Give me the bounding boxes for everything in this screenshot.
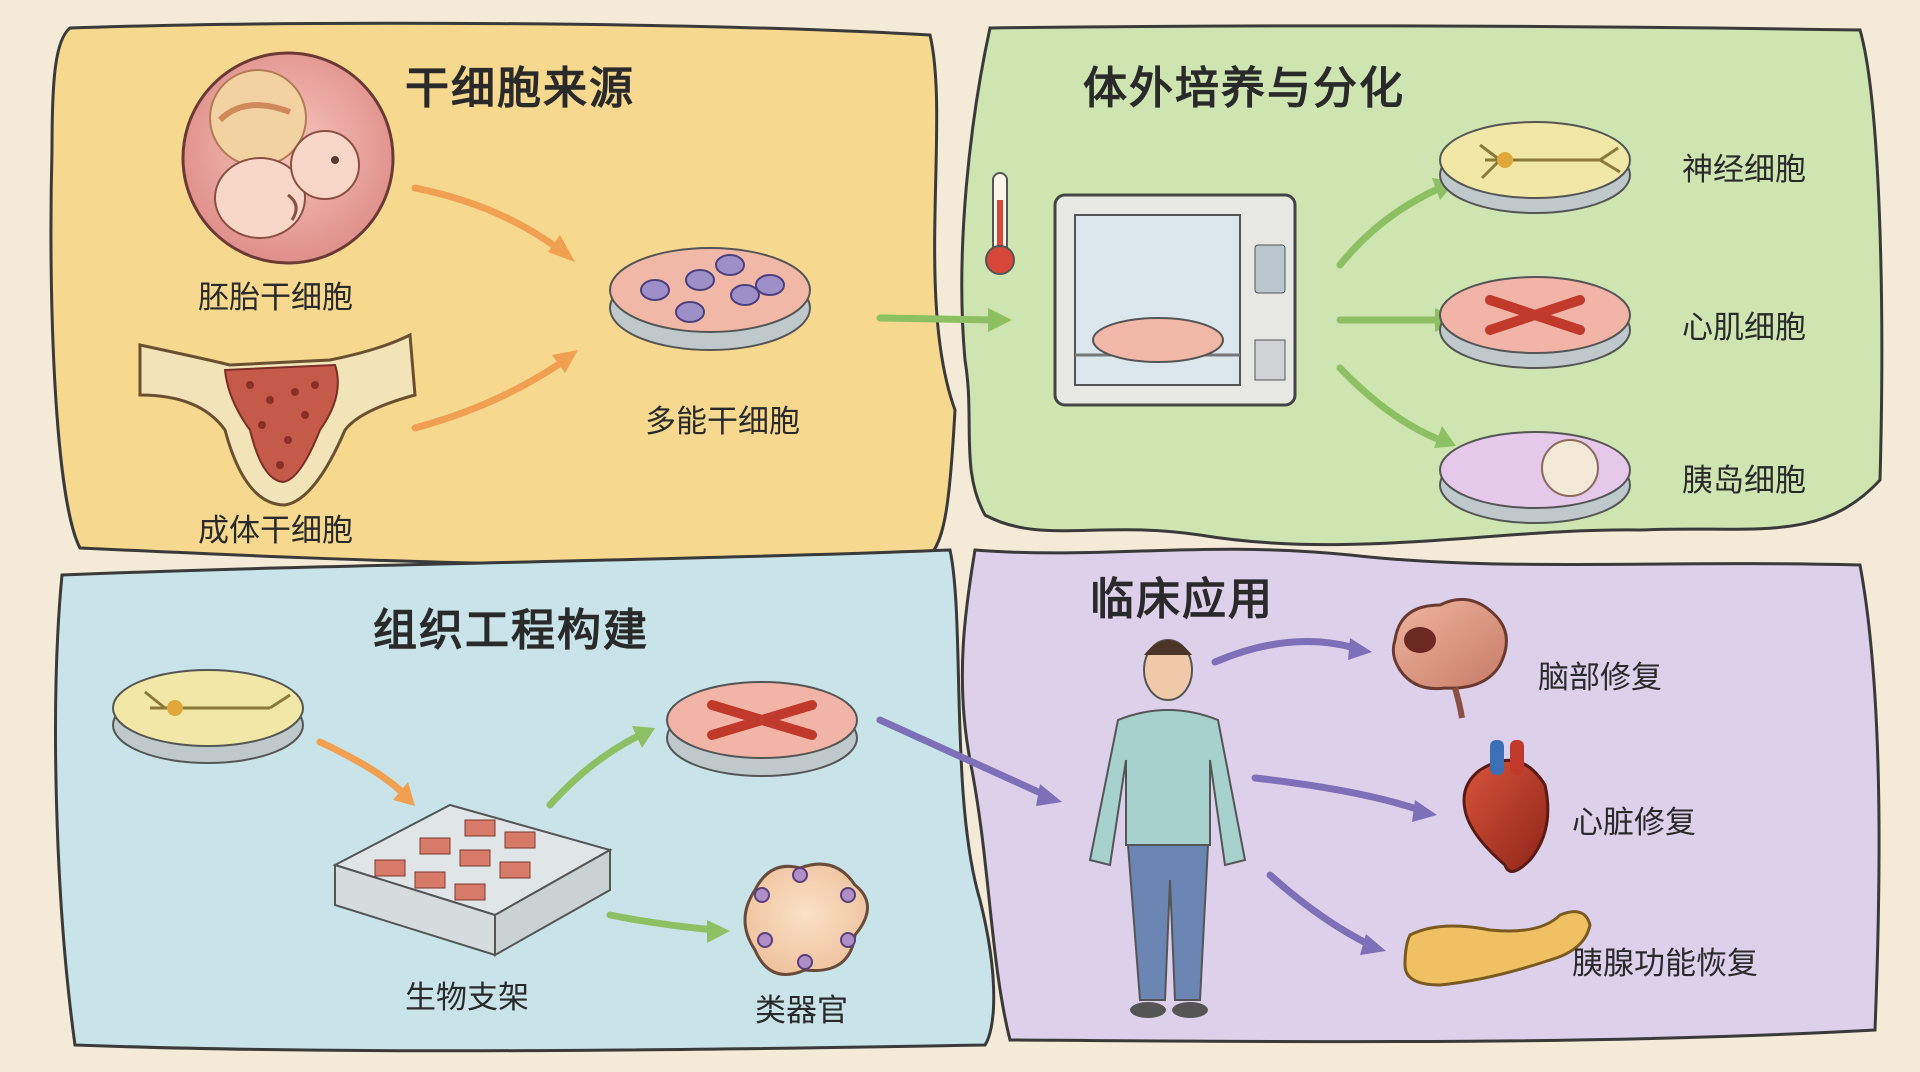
arrow-adult-to-pluripotent — [411, 356, 569, 432]
cardiomyocyte-dish-illustration — [1439, 276, 1631, 369]
pluripotent-dish-illustration — [609, 247, 811, 351]
neuron-dish-illustration — [1439, 121, 1631, 214]
label-heart-repair: 心脏修复 — [1572, 805, 1696, 841]
arrow-to-neuron — [1336, 184, 1444, 269]
pancreas-illustration — [1403, 910, 1592, 987]
label-neuron: 神经细胞 — [1682, 152, 1806, 188]
panel-culture-bg — [960, 24, 1884, 547]
arrow-patient-to-brain — [1211, 638, 1359, 666]
label-pancreas-recovery: 胰腺功能恢复 — [1572, 946, 1758, 982]
arrow-patient-to-pancreas — [1266, 871, 1374, 949]
embryo-illustration — [181, 51, 395, 265]
islet-dish-illustration — [1439, 431, 1631, 524]
label-cardiomyocyte: 心肌细胞 — [1682, 310, 1806, 346]
thermometer-icon — [985, 172, 1015, 275]
arrow-scaffold-to-cardio — [546, 731, 644, 809]
label-adult-stem-cell: 成体干细胞 — [198, 513, 353, 549]
heart-illustration — [1462, 740, 1550, 873]
arrow-pluripotent-to-incubator — [876, 314, 999, 324]
arrow-to-islet — [1336, 364, 1444, 444]
patient-figure — [1088, 639, 1247, 1018]
neuron-dish-2-illustration — [112, 669, 304, 764]
arrow-patient-to-heart — [1251, 774, 1424, 814]
label-islet-cell: 胰岛细胞 — [1682, 463, 1806, 499]
bone-marrow-illustration — [138, 332, 417, 507]
scaffold-illustration — [332, 803, 613, 957]
arrow-scaffold-to-organoid — [606, 911, 719, 934]
incubator-illustration — [1053, 193, 1297, 407]
arrow-neuron-to-scaffold — [316, 738, 409, 799]
label-scaffold: 生物支架 — [405, 980, 529, 1016]
label-pluripotent-stem-cell: 多能干细胞 — [645, 404, 800, 440]
panel-title-clinical: 临床应用 — [1090, 574, 1274, 625]
label-brain-repair: 脑部修复 — [1538, 660, 1662, 696]
organoid-illustration — [743, 862, 869, 976]
label-organoid: 类器官 — [755, 993, 848, 1029]
cardio-dish-2-illustration — [666, 681, 858, 777]
arrow-heads — [393, 178, 1458, 955]
arrow-embryo-to-pluripotent — [411, 184, 564, 254]
panel-title-culture: 体外培养与分化 — [1083, 63, 1405, 114]
label-embryonic-stem-cell: 胚胎干细胞 — [198, 280, 353, 316]
brain-illustration — [1391, 597, 1508, 719]
arrow-tissue-to-patient — [876, 716, 1049, 799]
panel-title-sources: 干细胞来源 — [405, 63, 635, 114]
panel-title-tissue: 组织工程构建 — [373, 605, 649, 656]
